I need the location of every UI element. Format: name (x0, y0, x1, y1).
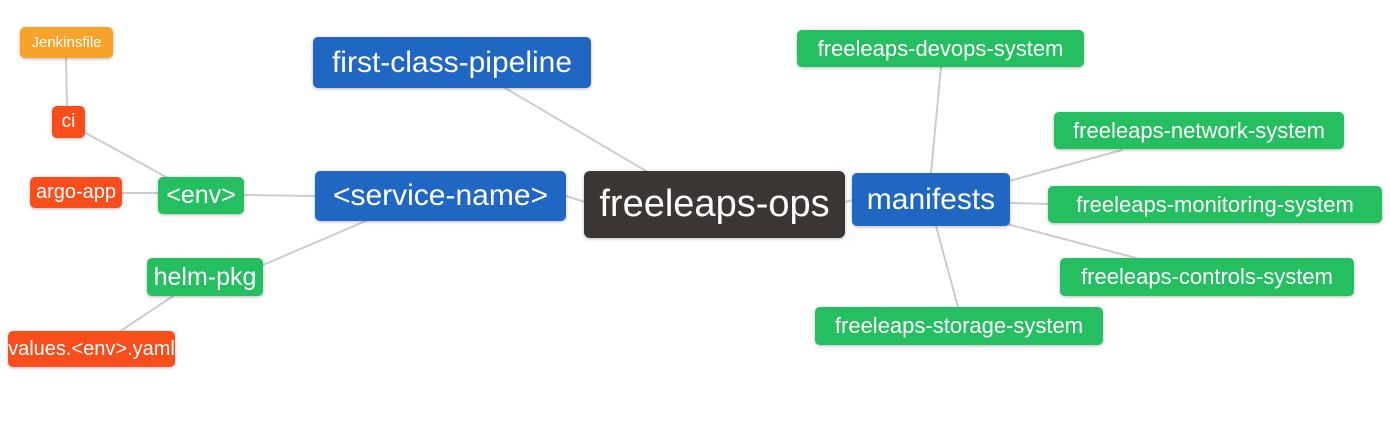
edge-manifests-storage-system (935, 225, 959, 308)
edge-ci-env (83, 131, 169, 179)
edge-service-name-freeleaps-ops (565, 195, 586, 203)
edge-jenkinsfile-ci (65, 57, 68, 107)
node-first-class-pipeline[interactable]: first-class-pipeline (313, 37, 591, 88)
edge-manifests-devops-system (930, 66, 942, 174)
node-freeleaps-monitoring-system[interactable]: freeleaps-monitoring-system (1048, 186, 1382, 223)
node-freeleaps-devops-system[interactable]: freeleaps-devops-system (797, 30, 1084, 67)
edge-first-class-pipeline-freeleaps-ops (504, 87, 647, 172)
node-freeleaps-ops[interactable]: freeleaps-ops (584, 171, 845, 238)
node-values-env-yaml[interactable]: values.<env>.yaml (8, 331, 175, 367)
node-ci[interactable]: ci (52, 106, 85, 138)
node-jenkinsfile[interactable]: Jenkinsfile (20, 27, 113, 58)
node-helm-pkg[interactable]: helm-pkg (147, 258, 263, 296)
node-freeleaps-storage-system[interactable]: freeleaps-storage-system (815, 307, 1103, 345)
edge-helm-pkg-service-name (262, 219, 369, 266)
node-freeleaps-network-system[interactable]: freeleaps-network-system (1054, 112, 1344, 149)
node-manifests[interactable]: manifests (852, 173, 1010, 226)
edge-manifests-monitoring-system (1009, 202, 1049, 205)
edge-env-service-name (243, 194, 316, 197)
edge-manifests-controls-system (1006, 223, 1137, 259)
edge-freeleaps-ops-manifests (844, 199, 854, 203)
node-env[interactable]: <env> (158, 177, 244, 214)
node-freeleaps-controls-system[interactable]: freeleaps-controls-system (1060, 258, 1354, 296)
edge-manifests-network-system (1008, 149, 1123, 182)
node-argo-app[interactable]: argo-app (30, 177, 122, 208)
edge-values-env-yaml-helm-pkg (118, 295, 174, 333)
node-service-name[interactable]: <service-name> (315, 171, 566, 221)
